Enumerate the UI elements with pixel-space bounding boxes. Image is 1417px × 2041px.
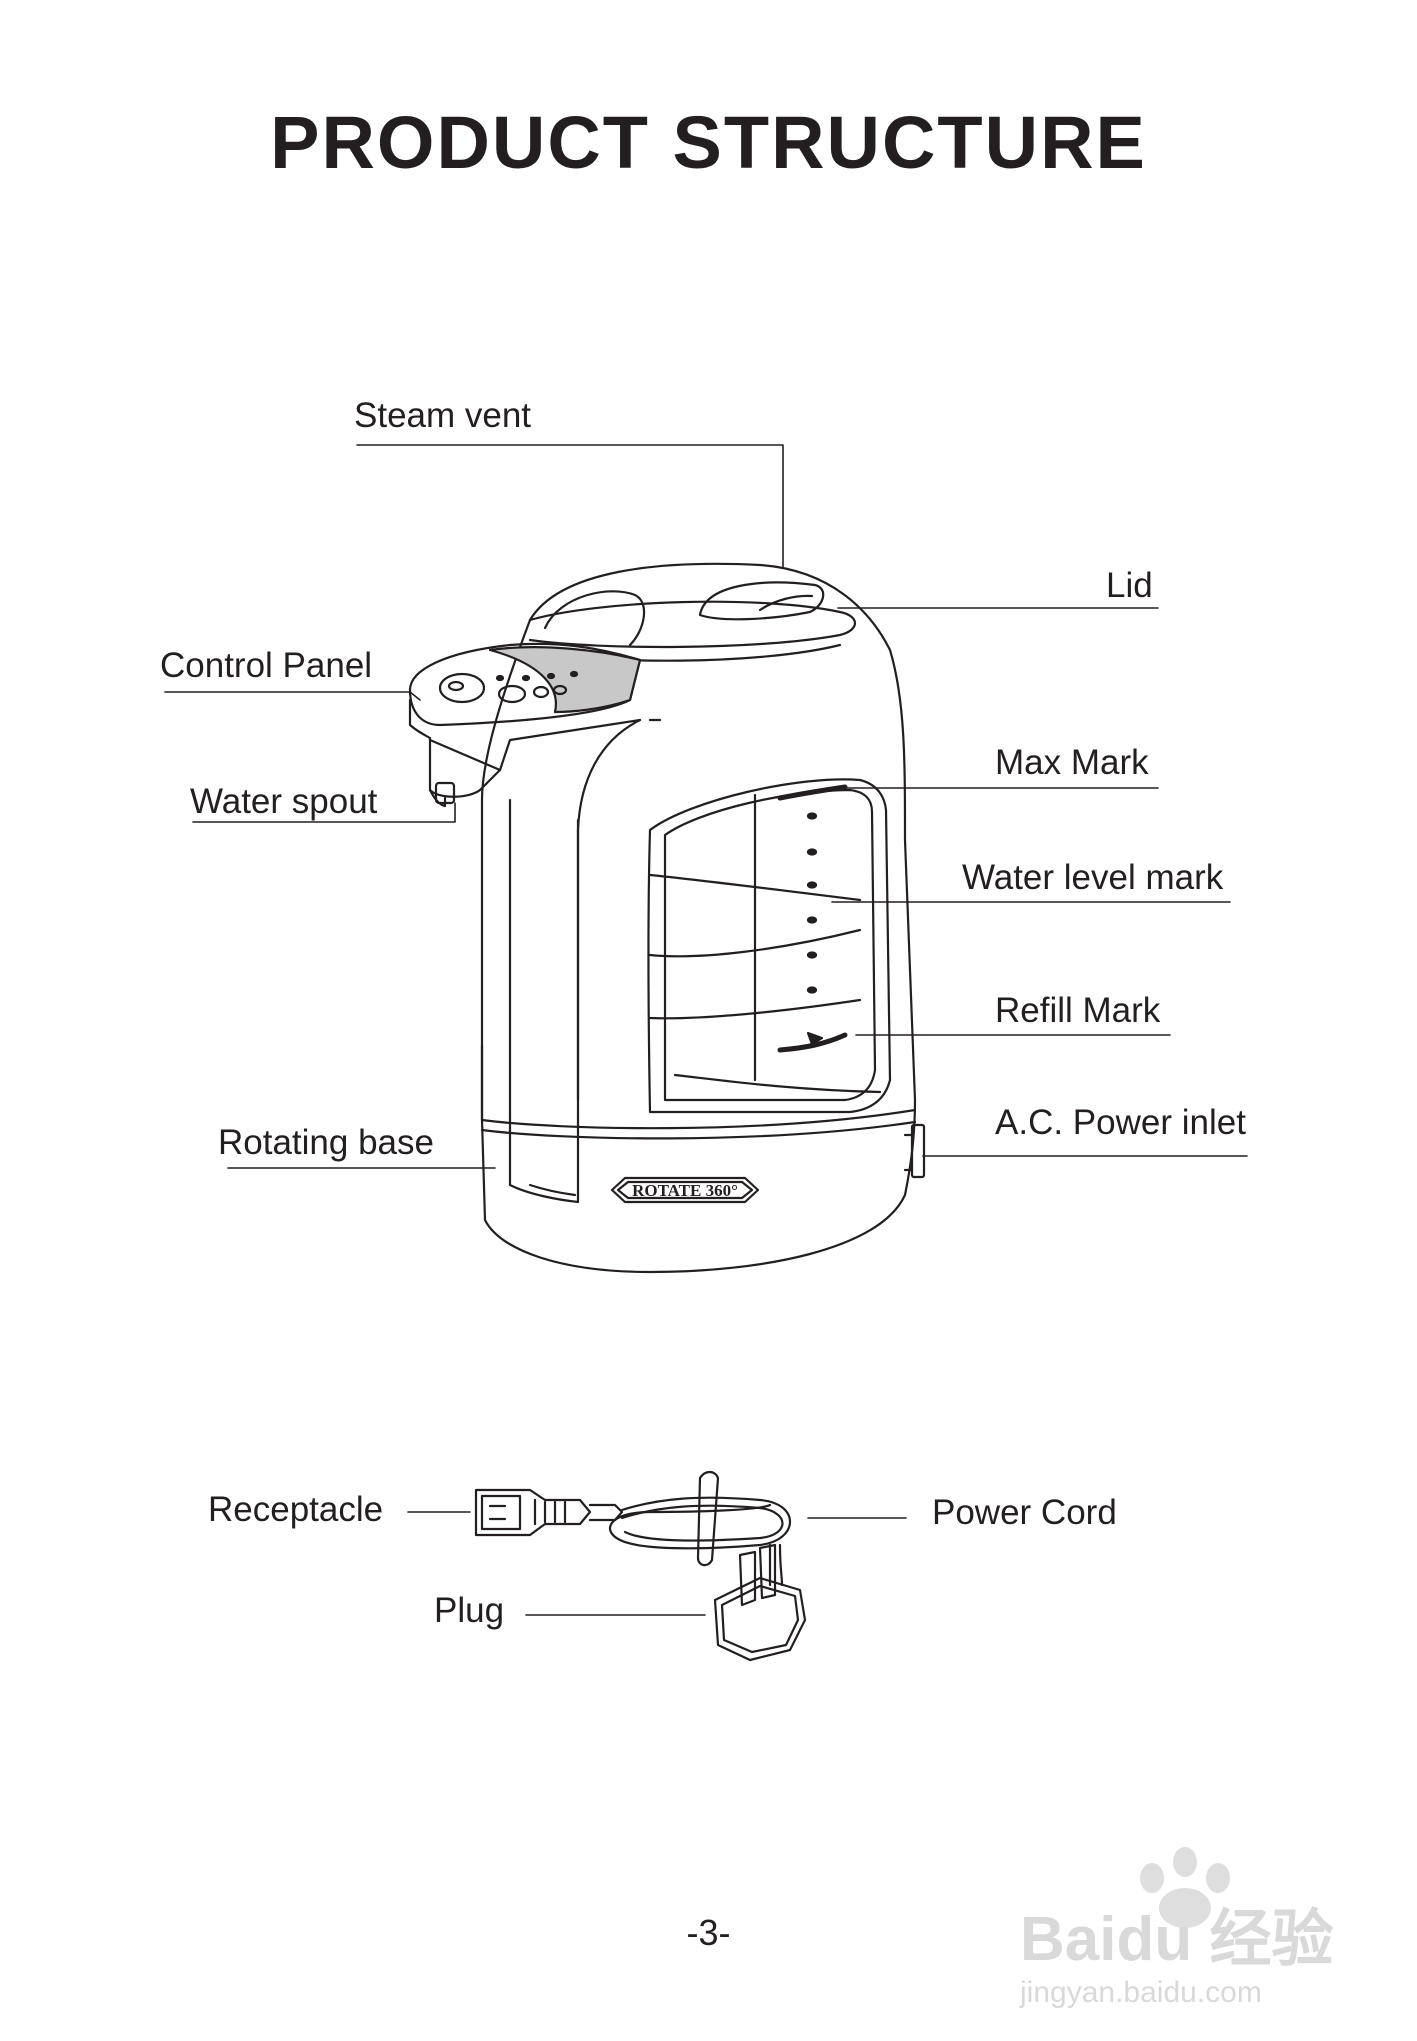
label-ac-power-inlet: A.C. Power inlet bbox=[995, 1103, 1246, 1142]
label-steam-vent: Steam vent bbox=[354, 396, 532, 435]
baidu-watermark: Baidu 经验 jingyan.baidu.com bbox=[1019, 1847, 1333, 2009]
label-water-level-mark: Water level mark bbox=[962, 858, 1224, 897]
water-spout-leader bbox=[192, 802, 456, 823]
kettle-body bbox=[408, 562, 926, 1274]
page-number: -3- bbox=[686, 1912, 731, 1953]
label-receptacle: Receptacle bbox=[208, 1490, 384, 1529]
rotate-badge-text: ROTATE 360° bbox=[632, 1181, 738, 1200]
label-max-mark: Max Mark bbox=[995, 743, 1149, 782]
label-control-panel: Control Panel bbox=[160, 646, 373, 685]
watermark-brand: Baidu 经验 bbox=[1020, 1905, 1333, 1974]
label-water-spout: Water spout bbox=[190, 782, 378, 821]
label-lid: Lid bbox=[1106, 566, 1153, 605]
label-refill-mark: Refill Mark bbox=[995, 991, 1161, 1030]
watermark-url: jingyan.baidu.com bbox=[1019, 1976, 1262, 2009]
steam-vent-leader bbox=[356, 444, 784, 569]
page-title: PRODUCT STRUCTURE bbox=[270, 101, 1147, 184]
leader-lines bbox=[164, 444, 1248, 1616]
power-cord-illustration bbox=[474, 1470, 807, 1662]
label-power-cord: Power Cord bbox=[932, 1493, 1117, 1532]
label-rotating-base: Rotating base bbox=[218, 1123, 434, 1162]
label-plug: Plug bbox=[434, 1591, 505, 1630]
control-panel-leader bbox=[164, 691, 421, 701]
